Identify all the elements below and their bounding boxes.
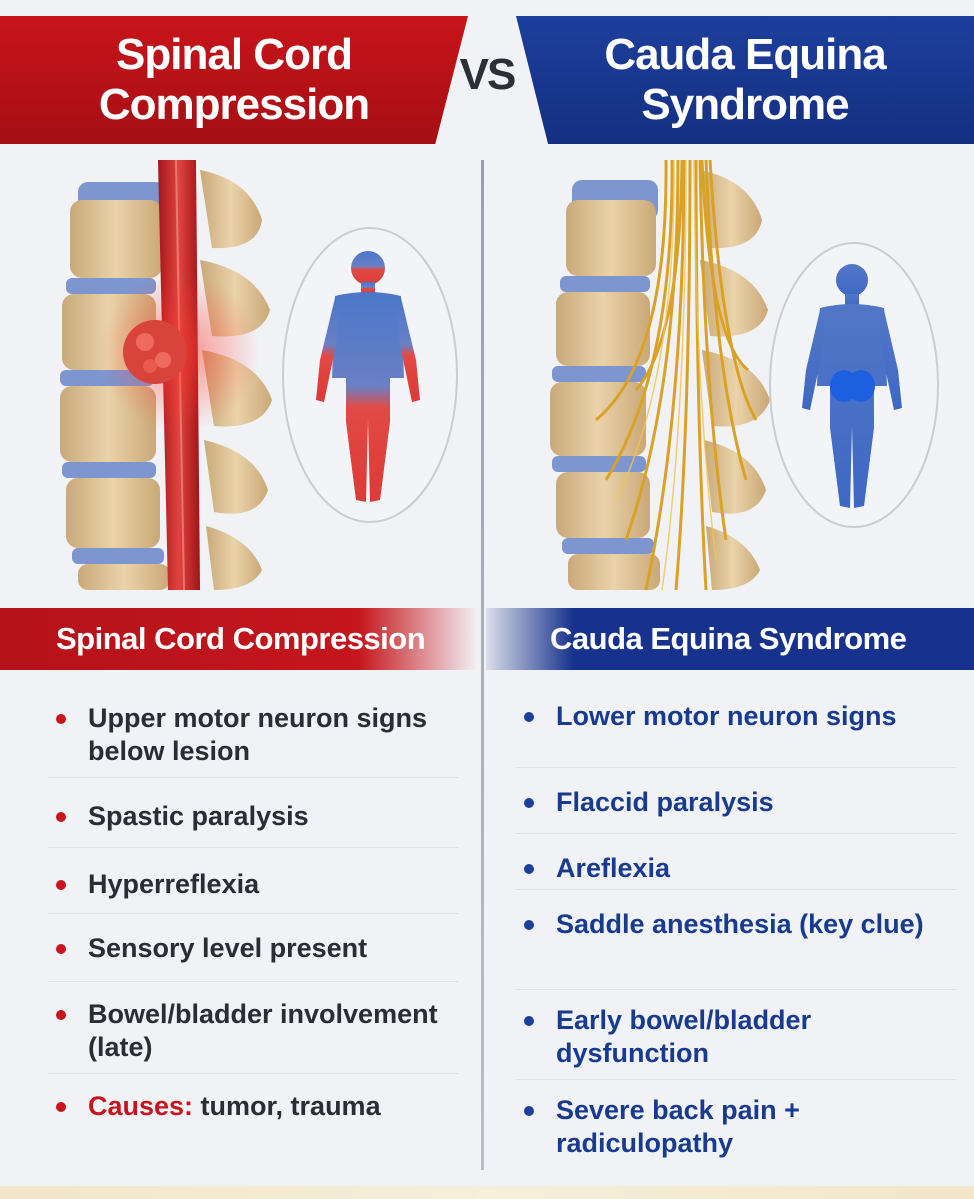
cauda-equina-svg	[550, 160, 939, 590]
bullet-icon	[56, 1102, 66, 1112]
vertebral-bodies-right	[550, 180, 660, 590]
spinous-processes-right	[700, 170, 770, 590]
body-figure-red-lower	[316, 251, 420, 502]
right-section-header: Cauda Equina Syndrome	[486, 608, 974, 670]
bullet-icon	[524, 864, 534, 874]
cauda-equina-illustration	[486, 160, 974, 590]
bullet-icon	[56, 714, 66, 724]
bullet-icon	[524, 712, 534, 722]
body-figure-saddle	[802, 264, 902, 508]
spinal-cord-compression-illustration	[0, 160, 480, 590]
left-section-header: Spinal Cord Compression	[0, 608, 478, 670]
bullet-icon	[56, 1010, 66, 1020]
cauda-equina-nerve-roots	[595, 160, 758, 590]
list-item: Flaccid paralysis	[516, 768, 956, 834]
bullet-icon	[524, 920, 534, 930]
center-divider	[481, 160, 484, 1170]
bullet-icon	[524, 798, 534, 808]
spine-compression-svg	[60, 160, 458, 590]
spinal-cord-compression-banner: Spinal Cord Compression	[0, 16, 468, 144]
left-banner-title: Spinal Cord Compression	[98, 30, 370, 129]
bullet-icon	[56, 944, 66, 954]
list-item: Spastic paralysis	[48, 778, 458, 848]
bullet-icon	[56, 880, 66, 890]
compressive-mass	[123, 320, 187, 384]
list-item: Causes: tumor, trauma	[48, 1074, 458, 1140]
spinal-cord-compression-list: Upper motor neuron signs below lesion Sp…	[48, 690, 458, 1140]
bottom-strip	[0, 1186, 974, 1199]
list-item: Areflexia	[516, 834, 956, 890]
list-item: Sensory level present	[48, 914, 458, 982]
causes-label: Causes:	[88, 1091, 194, 1121]
vs-label: VS	[459, 50, 517, 99]
list-item: Hyperreflexia	[48, 848, 458, 914]
cauda-equina-banner: Cauda Equina Syndrome	[516, 16, 974, 144]
list-item: Upper motor neuron signs below lesion	[48, 690, 458, 778]
causes-value: tumor, trauma	[193, 1091, 381, 1121]
bullet-icon	[524, 1016, 534, 1026]
bullet-icon	[524, 1106, 534, 1116]
list-item: Saddle anesthesia (key clue)	[516, 890, 956, 990]
list-item: Lower motor neuron signs	[516, 690, 956, 768]
cauda-equina-list: Lower motor neuron signs Flaccid paralys…	[516, 690, 956, 1166]
list-item: Bowel/bladder involvement (late)	[48, 982, 458, 1074]
bullet-icon	[56, 812, 66, 822]
right-banner-title: Cauda Equina Syndrome	[604, 30, 886, 129]
list-item: Severe back pain + radiculopathy	[516, 1080, 956, 1166]
list-item: Early bowel/bladder dysfunction	[516, 990, 956, 1080]
saddle-area-right	[847, 370, 875, 402]
